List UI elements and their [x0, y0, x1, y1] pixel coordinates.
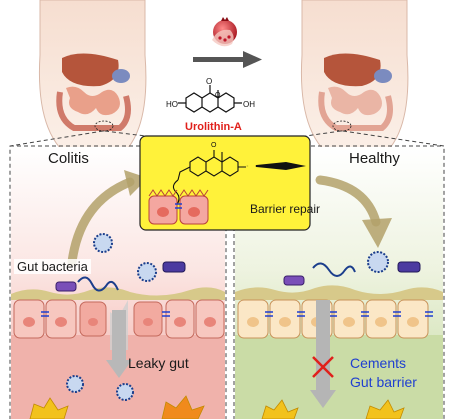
needle-icon — [246, 162, 306, 170]
curved-arrow-right — [315, 175, 392, 248]
liver-icon — [62, 53, 119, 87]
barrier-repair-label: Barrier repair — [250, 202, 321, 216]
liver-icon — [324, 53, 381, 87]
leak-arrow — [106, 310, 132, 378]
blocked-arrow — [310, 300, 336, 408]
leaky-gut-label: Leaky gut — [128, 355, 189, 371]
healthy-label: Healthy — [349, 150, 400, 167]
blocked-cross-icon — [312, 356, 334, 378]
gut-barrier-label: Gut barrier — [350, 374, 417, 390]
microvilli-layer — [11, 287, 225, 300]
molecule-carbonyl-label: O — [206, 77, 212, 86]
urolithin-linker-structure — [172, 150, 246, 207]
immune-cells — [261, 399, 405, 419]
molecule-oh-label: OH — [243, 100, 255, 109]
immune-cells — [29, 395, 205, 419]
barrier-repair-box: O — [139, 135, 311, 231]
molecule-ring-o-label: O — [215, 92, 221, 99]
gut-bacteria-label: Gut bacteria — [14, 259, 91, 274]
bacteria-left — [55, 233, 186, 401]
bacteria-right — [283, 251, 421, 286]
stomach-icon — [374, 69, 392, 83]
left-torso-illustration — [38, 0, 147, 149]
stomach-icon — [112, 69, 130, 83]
colitis-label: Colitis — [48, 150, 89, 167]
cements-label: Cements — [350, 355, 407, 371]
molecule-ho-label: HO — [166, 100, 178, 109]
intestine-icon — [328, 86, 382, 116]
intestine-icon — [66, 86, 120, 116]
dietary-arrow — [193, 51, 262, 68]
pomegranate-icon — [212, 17, 237, 47]
linker-carbonyl-label: O — [211, 142, 217, 149]
urolithin-a-label: Urolithin-A — [185, 121, 242, 133]
right-torso-illustration — [300, 0, 409, 149]
epithelial-cells-icon — [148, 189, 209, 225]
urolithin-a-structure — [178, 85, 242, 113]
microvilli-layer — [235, 285, 443, 300]
